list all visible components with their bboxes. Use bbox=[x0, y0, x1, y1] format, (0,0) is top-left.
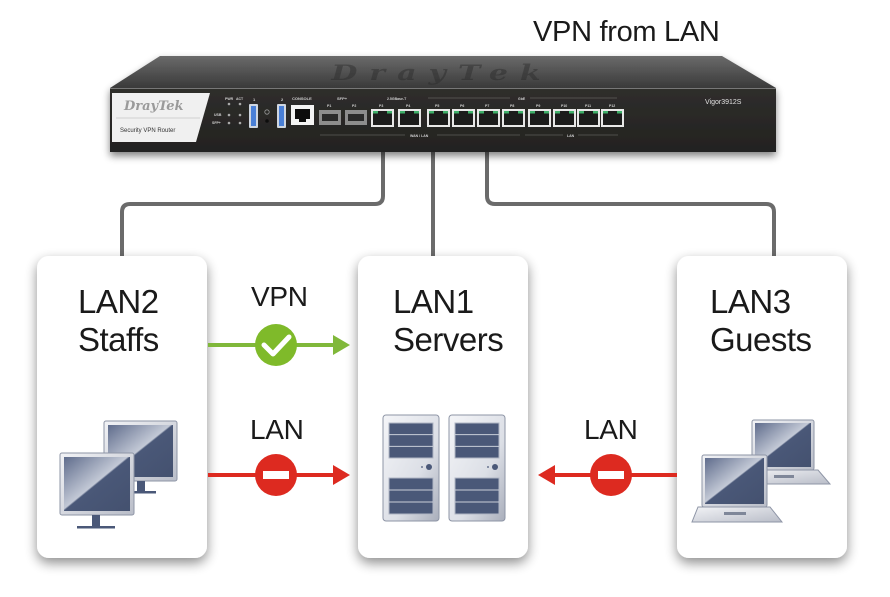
group-label-gbe: GbE bbox=[518, 97, 526, 101]
rj45-port: P3 bbox=[371, 104, 394, 127]
sfp-group-label: SFP+ bbox=[337, 96, 348, 101]
lan1-label: LAN1 Servers bbox=[393, 283, 504, 359]
rj45-port: P11 bbox=[577, 104, 600, 127]
rj45-port-label: P9 bbox=[536, 104, 540, 108]
sfp-label-p1: P1 bbox=[327, 104, 331, 108]
router-sfp-ports: SFP+ P1 P2 bbox=[319, 96, 367, 125]
rj45-port-label: P3 bbox=[379, 104, 383, 108]
arrowhead-lan3 bbox=[538, 465, 555, 485]
rj45-port-label: P4 bbox=[406, 104, 410, 108]
led-label-act: ACT bbox=[236, 97, 244, 101]
cable-to-lan2 bbox=[120, 150, 385, 262]
wan-lan-label: WAN / LAN bbox=[410, 134, 429, 138]
lan1-role: Servers bbox=[393, 321, 504, 358]
rj45-port-label: P5 bbox=[435, 104, 439, 108]
rj45-port: P5 bbox=[427, 104, 450, 127]
console-label: CONSOLE bbox=[292, 96, 312, 101]
flow-label-lan-right: LAN bbox=[584, 414, 638, 445]
router-device: DrayTek DrayTek Security VPN Router PWR … bbox=[110, 56, 776, 152]
power-button-icon bbox=[492, 464, 498, 470]
flow-label-lan-left: LAN bbox=[250, 414, 304, 445]
rj45-port: P12 bbox=[601, 104, 624, 127]
arrowhead-lan2 bbox=[333, 465, 350, 485]
server-tower bbox=[448, 414, 506, 522]
rj45-port-label: P12 bbox=[609, 104, 615, 108]
usb-label-1: 1 bbox=[253, 97, 256, 102]
check-circle-icon bbox=[255, 324, 297, 366]
router-top-logo: DrayTek bbox=[330, 61, 553, 85]
lan2-label: LAN2 Staffs bbox=[78, 283, 159, 359]
rj45-port-label: P8 bbox=[510, 104, 514, 108]
lan3-name: LAN3 bbox=[710, 283, 791, 320]
server-tower bbox=[382, 414, 440, 522]
rj45-port: P9 bbox=[528, 104, 551, 127]
router-top-logo-text: DrayTek bbox=[330, 61, 553, 85]
network-cables bbox=[120, 150, 776, 262]
rj45-port-label: P6 bbox=[460, 104, 464, 108]
flow-lan2-blocked bbox=[208, 454, 350, 496]
power-button-icon bbox=[426, 464, 432, 470]
checkmark-icon bbox=[261, 334, 292, 357]
group-label-2-5g: 2.5GBase-T bbox=[387, 97, 407, 101]
rj45-port: P6 bbox=[452, 104, 475, 127]
rj45-port: P10 bbox=[553, 104, 576, 127]
cable-to-lan3 bbox=[485, 150, 776, 262]
router-usb-ports: 1 2 bbox=[249, 97, 286, 128]
lan1-name: LAN1 bbox=[393, 283, 474, 320]
rj45-port-label: P7 bbox=[485, 104, 489, 108]
router-subtitle: Security VPN Router bbox=[120, 128, 175, 134]
rj45-port: P7 bbox=[477, 104, 500, 127]
arrowhead-vpn bbox=[333, 335, 350, 355]
servers-icon bbox=[382, 414, 506, 522]
usb-label-2: 2 bbox=[281, 97, 284, 102]
led-label-sfp: SFP+ bbox=[212, 121, 221, 125]
lan2-role: Staffs bbox=[78, 321, 159, 358]
rj45-port-label: P10 bbox=[561, 104, 567, 108]
lan-label: LAN bbox=[567, 134, 575, 138]
router-led-panel: PWR ACT USB SFP+ bbox=[212, 97, 244, 125]
rj45-port-label: P11 bbox=[585, 104, 591, 108]
rj45-port: P4 bbox=[398, 104, 421, 127]
router-console-port: CONSOLE bbox=[291, 96, 314, 125]
desktop-computers-icon bbox=[59, 420, 178, 529]
router-model: Vigor3912S bbox=[705, 99, 742, 106]
led-label-pwr: PWR bbox=[225, 97, 234, 101]
diagram-title: VPN from LAN bbox=[533, 16, 720, 48]
lan2-name: LAN2 bbox=[78, 283, 159, 320]
lan3-label: LAN3 Guests bbox=[710, 283, 812, 359]
lan3-role: Guests bbox=[710, 321, 812, 358]
flow-label-vpn: VPN bbox=[251, 281, 308, 312]
led-label-usb: USB bbox=[214, 113, 222, 117]
router-brand: DrayTek bbox=[123, 99, 184, 114]
router-top-face bbox=[110, 56, 776, 88]
rj45-port: P8 bbox=[502, 104, 525, 127]
flow-lan3-blocked bbox=[538, 454, 677, 496]
sfp-label-p2: P2 bbox=[352, 104, 356, 108]
laptops-icon bbox=[691, 419, 832, 523]
router-rj45-ports: P3 P4 P5 P6 P7 P8 P9 P10 P11 P12 bbox=[371, 104, 624, 127]
flow-vpn-allowed bbox=[208, 324, 350, 366]
